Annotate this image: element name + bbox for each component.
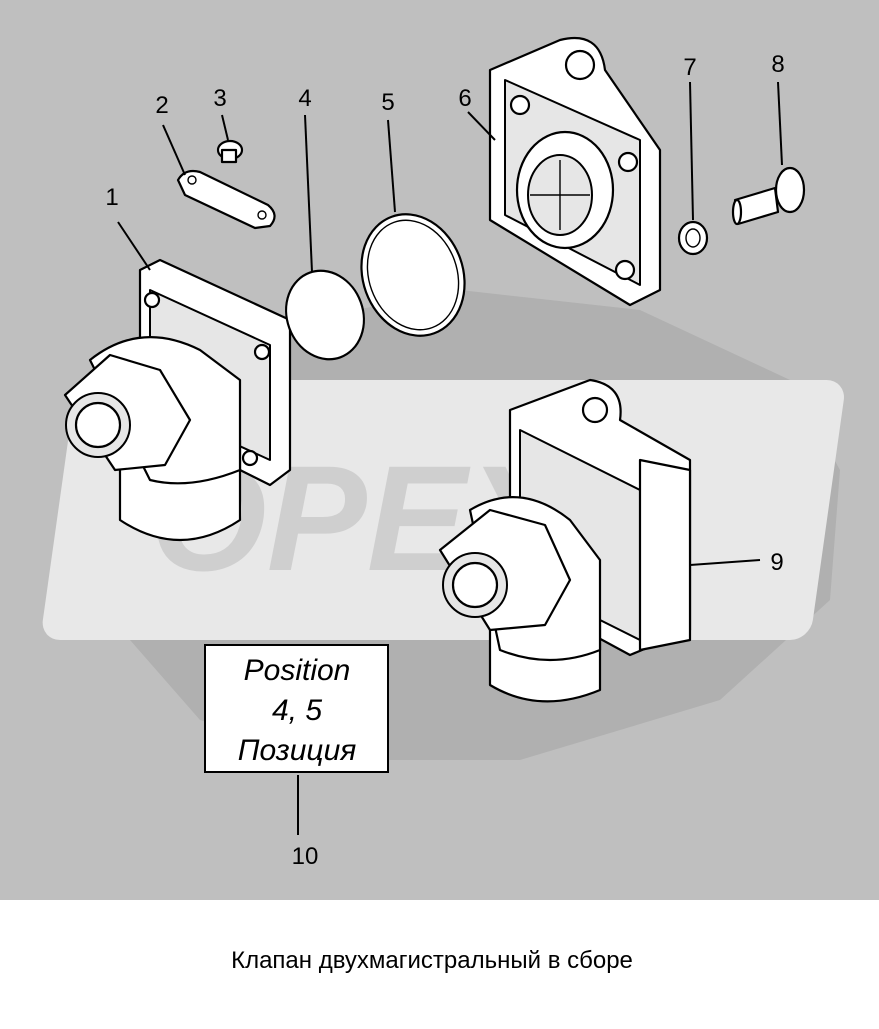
- callout-3: 3: [213, 85, 226, 112]
- position-box: Position 4, 5 Позиция: [204, 644, 389, 773]
- leader-lines: [117, 81, 783, 835]
- callout-8: 8: [771, 51, 784, 78]
- callout-6: 6: [458, 85, 471, 112]
- callout-2: 2: [155, 92, 168, 119]
- bolt-part: [731, 166, 806, 226]
- callout-1: 1: [105, 184, 118, 211]
- gasket-plate-part: [176, 169, 276, 230]
- callout-9: 9: [770, 549, 783, 576]
- position-box-line2: 4, 5: [272, 694, 322, 727]
- callout-4: 4: [298, 85, 311, 112]
- diagram-caption: Клапан двухмагистральный в сборе: [231, 947, 633, 974]
- callout-5: 5: [381, 89, 394, 116]
- plug-part: [216, 139, 244, 164]
- washer-part: [677, 220, 709, 256]
- position-box-line3: Позиция: [238, 734, 357, 767]
- assembled-valve-part: [438, 378, 692, 703]
- callout-10: 10: [292, 843, 319, 870]
- cover-flange-part: [488, 36, 662, 307]
- position-box-line1: Position: [244, 654, 351, 687]
- diaphragm-part: [285, 269, 365, 361]
- o-ring-part: [360, 213, 466, 337]
- valve-body-part: [63, 258, 292, 542]
- callout-7: 7: [683, 54, 696, 81]
